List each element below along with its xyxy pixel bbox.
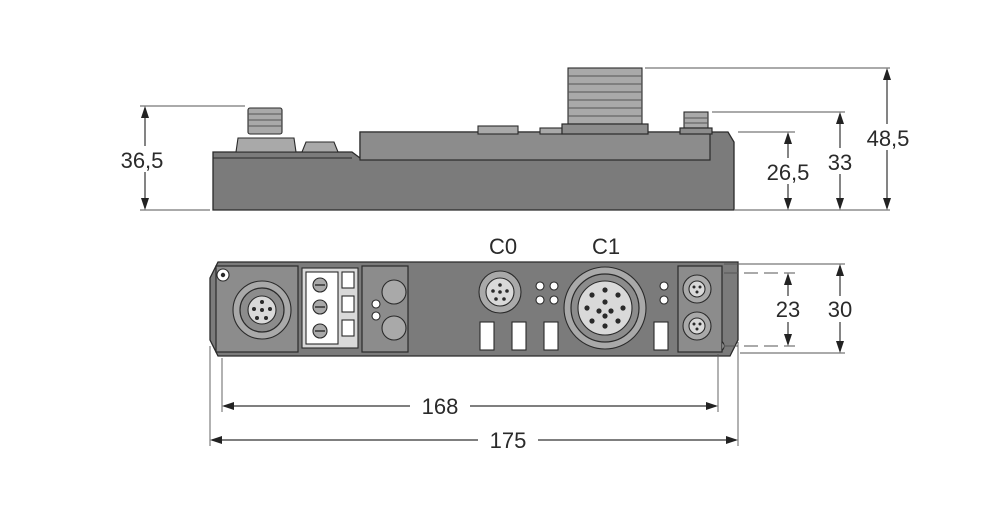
dim-top-right-inner: 23 — [776, 297, 800, 322]
led — [371, 299, 381, 309]
led — [549, 281, 559, 291]
led — [659, 281, 669, 291]
dim-side-right-outer: 48,5 — [867, 126, 910, 151]
dim-top-right-outer: 30 — [828, 297, 852, 322]
c1-connector — [563, 266, 647, 350]
dim-side-left: 36,5 — [121, 148, 164, 173]
c1-label: C1 — [592, 234, 620, 259]
led — [549, 295, 559, 305]
led — [659, 295, 669, 305]
m8-connector-top — [682, 274, 712, 304]
top-m12-connector — [232, 280, 292, 340]
terminal-block — [301, 267, 359, 349]
label-window — [511, 321, 527, 351]
c0-connector — [478, 270, 522, 314]
dim-side-right-middle: 33 — [828, 150, 852, 175]
side-m8-connector — [679, 111, 713, 135]
m8-connector-bottom — [682, 311, 712, 341]
side-view: 36,5 26,5 33 48,5 — [112, 67, 914, 211]
side-top-cover — [359, 131, 711, 161]
dim-side-right-inner: 26,5 — [767, 160, 810, 185]
side-middle-plug — [477, 125, 519, 135]
side-c1-connector — [561, 67, 649, 135]
side-bump — [301, 141, 339, 153]
c0-label: C0 — [489, 234, 517, 259]
dim-width-outer: 175 — [490, 428, 527, 453]
label-window — [653, 321, 669, 351]
label-window — [479, 321, 495, 351]
led — [371, 311, 381, 321]
side-m12-connector — [235, 107, 297, 153]
top-view: C0 C1 — [209, 234, 860, 453]
led — [535, 281, 545, 291]
label-window — [543, 321, 559, 351]
dim-width-inner: 168 — [422, 394, 459, 419]
led — [535, 295, 545, 305]
